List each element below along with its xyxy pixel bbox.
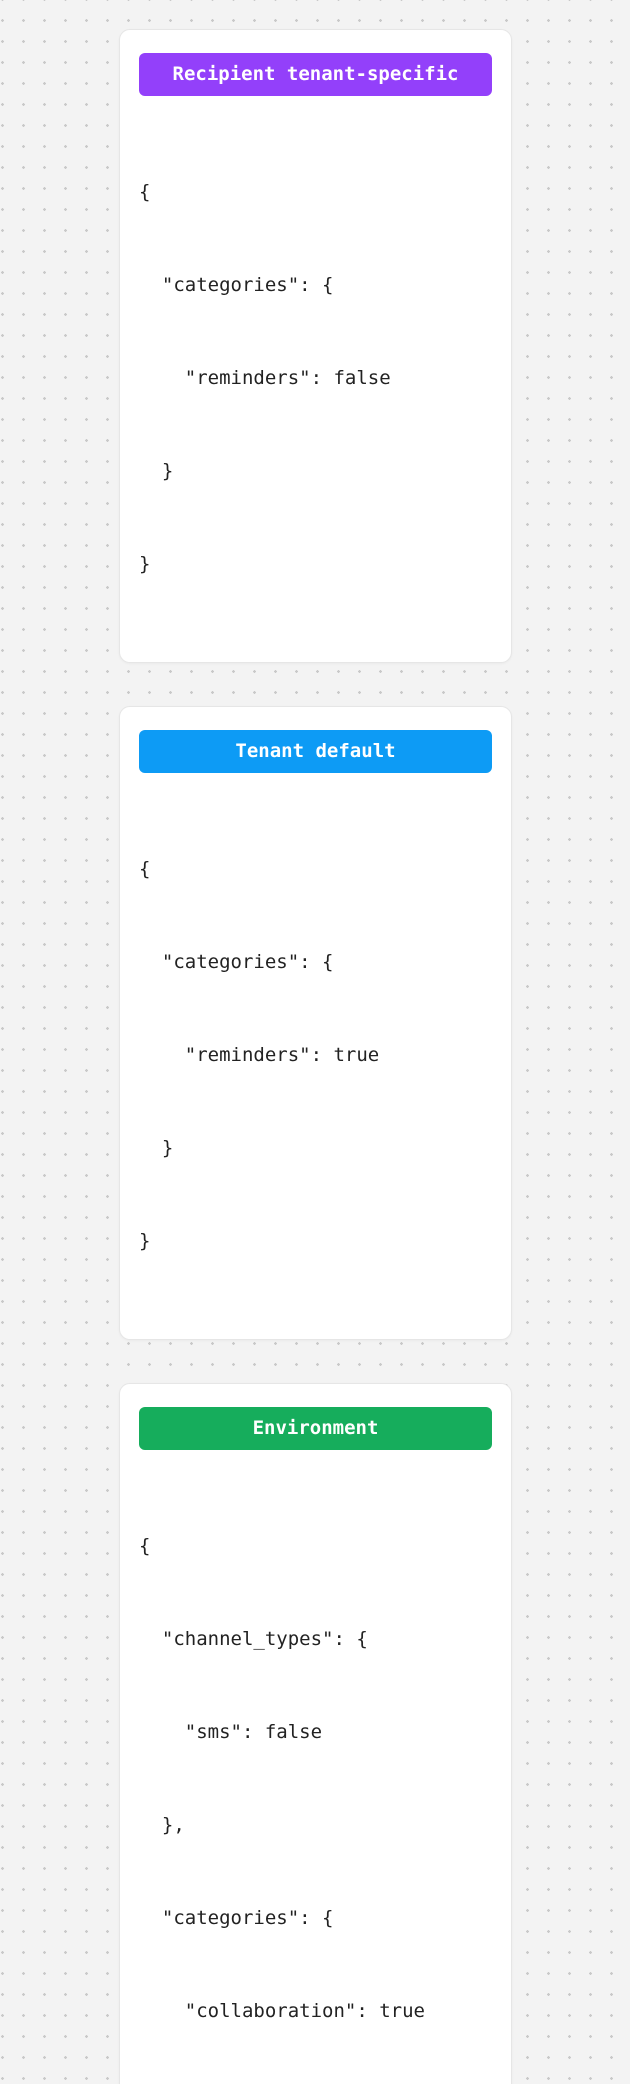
code-line: } — [139, 1137, 174, 1159]
code-line: "categories": { — [139, 274, 334, 296]
card-title-badge-environment: Environment — [139, 1407, 492, 1450]
card-title-badge-recipient-tenant-specific: Recipient tenant-specific — [139, 53, 492, 96]
code-line: } — [139, 1230, 151, 1252]
code-line: "channel_types": { — [139, 1628, 368, 1650]
code-line: "reminders": false — [139, 367, 391, 389]
code-line: }, — [139, 1814, 185, 1836]
code-line: "categories": { — [139, 1907, 334, 1929]
code-line: { — [139, 181, 151, 203]
code-line: "collaboration": true — [139, 2000, 425, 2022]
code-line: "sms": false — [139, 1721, 323, 1743]
code-line: } — [139, 553, 151, 575]
code-line: "reminders": true — [139, 1044, 380, 1066]
card-code-environment: { "channel_types": { "sms": false }, "ca… — [139, 1469, 492, 2084]
card-recipient-tenant-specific: Recipient tenant-specific { "categories"… — [119, 29, 512, 663]
code-line: } — [139, 460, 174, 482]
code-line: "categories": { — [139, 951, 334, 973]
card-environment: Environment { "channel_types": { "sms": … — [119, 1383, 512, 2084]
card-code-tenant-default: { "categories": { "reminders": true } } — [139, 792, 492, 1319]
code-line: { — [139, 858, 151, 880]
card-code-recipient-tenant-specific: { "categories": { "reminders": false } } — [139, 115, 492, 642]
cards-board: Recipient tenant-specific { "categories"… — [119, 29, 512, 2084]
code-line: { — [139, 1535, 151, 1557]
card-title-badge-tenant-default: Tenant default — [139, 730, 492, 773]
card-tenant-default: Tenant default { "categories": { "remind… — [119, 706, 512, 1340]
